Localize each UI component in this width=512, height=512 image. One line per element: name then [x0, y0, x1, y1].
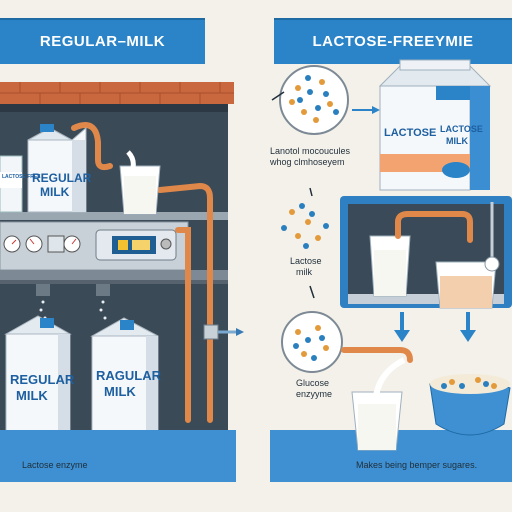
big-carton-label-1: LACTOSE — [384, 127, 436, 139]
right-footer-caption: Makes being bemper sugares. — [356, 460, 478, 470]
lactose-free-carton — [378, 59, 492, 191]
glass-bottom — [351, 357, 406, 451]
glucose-line1: Glucose — [296, 378, 330, 388]
molecules-caption-line1: Lanotol mocoucules — [270, 146, 351, 156]
cereal-bowl — [429, 374, 511, 436]
lower-right-carton — [90, 317, 159, 433]
left-footer-caption: Lactose enzyme — [22, 460, 88, 470]
glucose-caption: Glucose enzyyme — [296, 378, 332, 400]
lower-left-carton — [4, 315, 72, 433]
molecule-circle-top — [279, 65, 349, 135]
lower-right-carton-label-1: RAGULAR — [96, 368, 162, 383]
big-carton-label-2: LACTOSE — [440, 124, 483, 134]
molecule-cluster-mid — [281, 203, 329, 249]
lactose-milk-caption: Lactose milk — [290, 256, 322, 278]
glucose-line2: enzyyme — [296, 389, 333, 399]
lactose-milk-line1: Lactose — [290, 256, 322, 266]
gauges — [3, 235, 81, 253]
left-floor — [0, 430, 236, 482]
upper-carton-label-2: MILK — [40, 185, 70, 199]
lower-right-carton-label-2: MILK — [104, 384, 136, 399]
regular-milk-banner: REGULAR–MILK — [0, 18, 205, 64]
milk-glass-top — [119, 150, 161, 215]
orange-pipes — [71, 122, 213, 423]
glass-regular — [369, 235, 411, 297]
molecules-caption-line2: whog clmhoseyem — [270, 157, 345, 167]
station-pipes — [395, 211, 473, 243]
big-carton-label-3: MILK — [446, 136, 468, 146]
brick-wall — [0, 82, 234, 104]
lactose-free-banner: LACTOSE-FREEYMIE — [274, 18, 512, 64]
lower-left-carton-label-2: MILK — [16, 388, 48, 403]
upper-carton-label-1: REGULAR — [32, 171, 92, 185]
small-carton-label: LACTOSE FREE — [2, 174, 41, 180]
molecule-circle-bottom — [281, 311, 343, 373]
lactose-milk-line2: milk — [296, 267, 312, 277]
upper-regular-carton — [27, 124, 87, 213]
glass-lactose-free — [435, 261, 497, 309]
flow-arrows — [394, 312, 476, 342]
molecules-caption: Lanotol mocoucules whog clmhoseyem — [270, 146, 350, 168]
lower-left-carton-label-1: REGULAR — [10, 372, 75, 387]
small-carton — [0, 155, 23, 213]
